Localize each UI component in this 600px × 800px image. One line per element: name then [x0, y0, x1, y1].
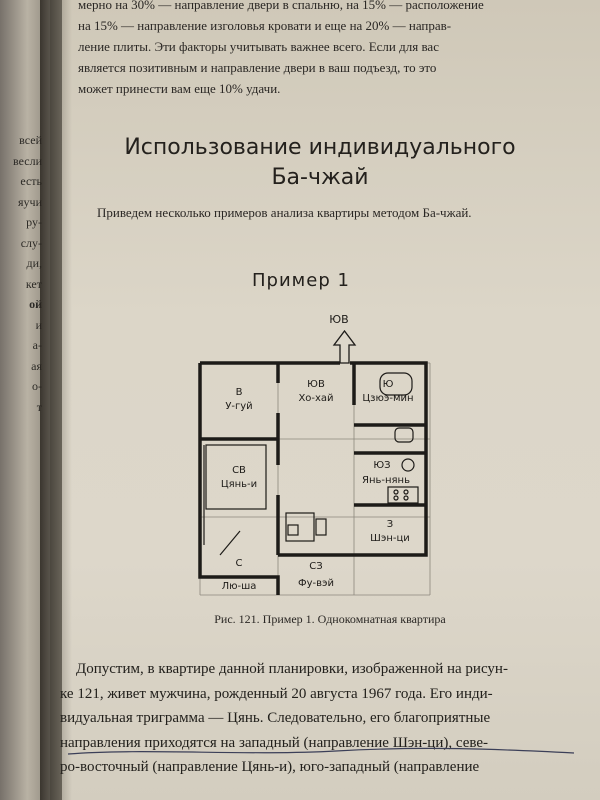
left-fragment: и — [35, 317, 42, 332]
room-n-name: Лю-ша — [222, 581, 257, 592]
room-w-dir: З — [387, 519, 393, 530]
figure-caption: Рис. 121. Пример 1. Однокомнатная кварти… — [214, 612, 446, 626]
section-title-line2: Ба-чжай — [271, 165, 369, 190]
compass-arrow — [332, 329, 357, 364]
pen-underline — [67, 747, 575, 755]
room-e-dir: В — [236, 387, 243, 398]
body-line: Допустим, в квартире данной планировки, … — [76, 661, 508, 677]
right-page — [62, 0, 600, 800]
room-s-dir: Ю — [383, 379, 394, 390]
top-paragraph-line: мерно на 30% — направление двери в спаль… — [78, 0, 484, 12]
left-fragment: кет — [25, 276, 42, 291]
room-sw-dir: ЮЗ — [373, 460, 390, 471]
room-nw-name: Фу-вэй — [298, 578, 334, 589]
left-fragment: ру- — [26, 215, 42, 229]
left-fragment: ая — [31, 358, 42, 373]
body-line: видуальная триграмма — Цянь. Следователь… — [60, 710, 491, 726]
left-page-text-fragments: всей весли есть яучи ру- слу- ди, кет ой… — [2, 130, 42, 417]
room-se-dir: ЮВ — [307, 379, 325, 390]
left-fragment: весли — [13, 153, 42, 168]
room-w-name: Шэн-ци — [370, 533, 410, 544]
plan-furniture — [203, 372, 419, 556]
example-heading: Пример 1 — [252, 270, 350, 291]
room-ne-dir: СВ — [232, 465, 246, 476]
plan-walls — [198, 361, 428, 595]
top-paragraph-line: ление плиты. Эти факторы учитывать важне… — [78, 39, 439, 54]
left-fragment: слу- — [20, 235, 42, 250]
room-se-name: Хо-хай — [298, 393, 333, 404]
left-fragment: есть — [20, 174, 42, 188]
body-line: ке 121, живет мужчина, рожденный 20 авгу… — [60, 685, 493, 702]
room-e-name: У-гуй — [225, 401, 252, 412]
body-paragraph: Допустим, в квартире данной планировки, … — [60, 657, 600, 780]
section-intro: Приведем несколько примеров анализа квар… — [97, 205, 472, 220]
body-line: направления приходятся на западный (напр… — [60, 734, 488, 751]
floor-plan: ЮВ В У-гуй ЮВ Хо-хай Ю Цзюэ-мин СВ Цянь-… — [198, 313, 431, 596]
top-paragraph-line: может принести вам еще 10% удачи. — [78, 81, 281, 96]
plan-north-label: ЮВ — [329, 313, 348, 326]
top-paragraph-line: на 15% — направление изголовья кровати и… — [78, 18, 452, 33]
left-fragment: т — [2, 397, 42, 418]
room-ne-name: Цянь-и — [221, 479, 257, 490]
left-fragment: о- — [32, 379, 42, 393]
left-fragment: яучи — [18, 194, 42, 209]
left-fragment: а- — [32, 338, 42, 352]
room-n-dir: С — [236, 558, 243, 569]
left-fragment: всей — [19, 133, 42, 147]
room-nw-dir: СЗ — [309, 561, 322, 572]
left-fragment: ой — [29, 297, 42, 311]
room-s-name: Цзюэ-мин — [362, 393, 413, 404]
body-line: ро-восточный (направление Цянь-и), юго-з… — [60, 759, 480, 775]
room-sw-name: Янь-нянь — [362, 475, 410, 486]
top-paragraph: мерно на 30% — направление двери в спаль… — [78, 0, 578, 99]
left-fragment: ди, — [26, 256, 42, 270]
section-title-line1: Использование индивидуального — [124, 135, 516, 160]
section-title: Использование индивидуального Ба-чжай — [100, 133, 540, 193]
top-paragraph-line: является позитивным и направление двери … — [78, 60, 437, 75]
book-gutter — [40, 0, 72, 800]
